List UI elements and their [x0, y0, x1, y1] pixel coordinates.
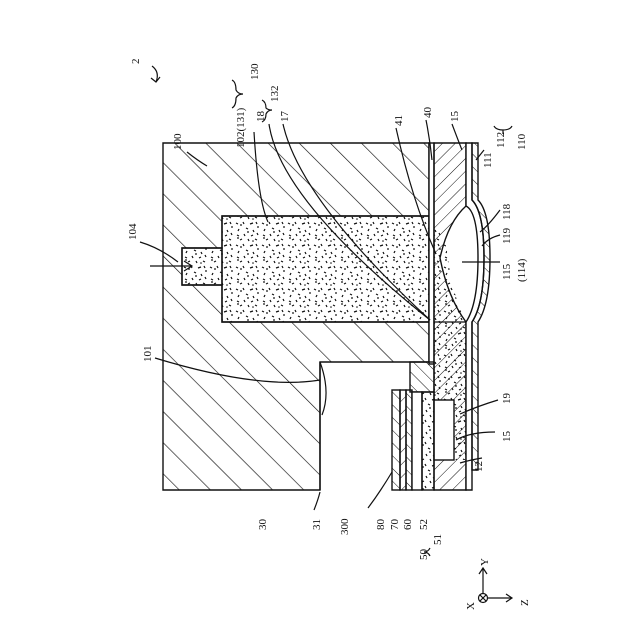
ref-30: 30	[257, 519, 269, 531]
arrow-2	[151, 66, 160, 82]
axis-x-label: X	[465, 602, 477, 610]
axis-y-label: Y	[479, 558, 491, 566]
axis-z-arrow-icon	[488, 594, 512, 602]
ref-118: 118	[501, 203, 513, 220]
layer-80	[392, 390, 400, 490]
plate-40-lower	[410, 362, 434, 392]
ref-52: 52	[418, 519, 430, 530]
ref-300: 300	[339, 518, 351, 535]
chamber-102	[222, 216, 429, 322]
dome-115	[434, 226, 466, 322]
ref-111: 111	[482, 152, 494, 168]
axis-z-label: Z	[519, 599, 531, 606]
gap-curve	[320, 362, 326, 415]
bracket-130	[232, 80, 243, 108]
layer-52	[412, 392, 422, 490]
layer-60	[406, 390, 412, 490]
ref-132: 132	[269, 86, 281, 103]
ref-80: 80	[375, 519, 387, 531]
ref-12: 12	[473, 461, 485, 472]
ref-130: 130	[249, 63, 261, 80]
layer-51	[422, 392, 434, 490]
ref-115: 115	[501, 263, 513, 280]
ref-100: 100	[172, 133, 184, 150]
ref-101: 101	[142, 346, 154, 363]
ref-51: 51	[432, 534, 444, 545]
ref-102-131: 102(131)	[235, 107, 247, 148]
ref-31: 31	[311, 519, 323, 530]
ref-40: 40	[422, 107, 434, 119]
ref-15-bottom: 15	[501, 431, 513, 443]
ref-104: 104	[127, 223, 139, 240]
ref-112: 112	[495, 132, 507, 148]
ref-19: 19	[501, 393, 513, 405]
ref-60: 60	[402, 519, 414, 531]
ref-110: 110	[516, 133, 528, 150]
plate-40	[429, 143, 434, 364]
ref-119: 119	[501, 227, 513, 244]
axis-y-arrow-icon	[479, 568, 487, 593]
ref-41: 41	[393, 115, 405, 126]
ref-17: 17	[279, 111, 291, 123]
spacer-12	[434, 400, 454, 460]
ref-18: 18	[255, 111, 267, 123]
ref-114: (114)	[516, 258, 528, 282]
axis-indicator: X Y Z	[465, 558, 531, 610]
ref-50: 50	[418, 549, 430, 561]
ref-2: 2	[130, 59, 142, 65]
ref-70: 70	[389, 519, 401, 531]
ref-15-top: 15	[449, 111, 461, 123]
layer-70	[400, 390, 406, 490]
